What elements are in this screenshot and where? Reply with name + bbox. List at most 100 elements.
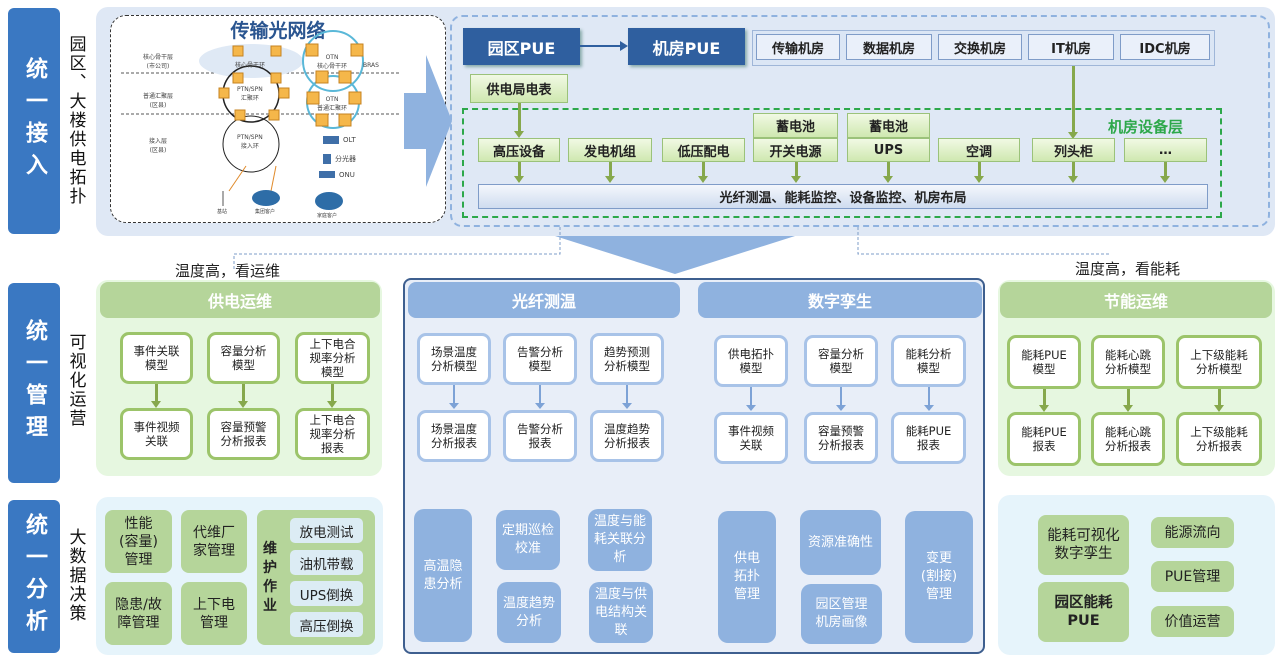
- client-enterprise: 集团客户: [255, 209, 276, 215]
- power-card: 上下电合 规率分析 报表: [295, 408, 370, 460]
- arrow-down-icon: [151, 384, 161, 408]
- room-idc: IDC机房: [1120, 34, 1210, 60]
- analysis-card: 上下电 管理: [181, 582, 247, 645]
- fiber-analysis-card: 高温隐 患分析: [414, 509, 472, 642]
- fiber-card: 告警分析 报表: [503, 410, 577, 462]
- note-left: 温度高，看运维: [175, 262, 281, 280]
- equipment-aircon: 空调: [938, 138, 1020, 162]
- arrow-down-icon: [449, 385, 459, 409]
- energy-card: 能耗心跳 分析模型: [1091, 335, 1165, 389]
- device-splitter: 分光器: [335, 155, 356, 163]
- device-onu: ONU: [339, 171, 355, 179]
- arrow-down-icon: [238, 384, 248, 408]
- monitoring-bar: 光纤测温、能耗监控、设备监控、机房布局: [478, 184, 1208, 209]
- fiber-analysis-card: 温度与供 电结构关 联: [589, 582, 653, 643]
- power-card: 事件视频 关联: [120, 408, 193, 460]
- ring-ptn-aggregation: PTN/SPN 汇聚环: [237, 86, 263, 102]
- analysis-card: 隐患/故 障管理: [105, 582, 172, 645]
- tab-unified-analysis: 统一分析: [8, 500, 60, 653]
- right-arrow-icon: [404, 55, 452, 187]
- equipment-ups: UPS: [847, 138, 930, 162]
- arrow-down-icon: [514, 103, 524, 138]
- client-base-station: 基站: [217, 209, 228, 215]
- energy-analysis-card: 能耗可视化 数字孪生: [1038, 515, 1129, 575]
- twin-analysis-card: 变更 (割接) 管理: [905, 511, 973, 643]
- fiber-card: 场景温度 分析模型: [417, 333, 491, 385]
- equipment-layer-box: [462, 108, 1222, 218]
- arrow-down-icon: [1039, 389, 1049, 412]
- note-right: 温度高，看能耗: [1075, 260, 1181, 278]
- network-title: 传输光网络: [230, 20, 326, 42]
- analysis-card: 代维厂 家管理: [181, 510, 247, 573]
- equipment-more: …: [1124, 138, 1207, 162]
- room-switch: 交换机房: [938, 34, 1022, 60]
- fiber-card: 告警分析 模型: [503, 333, 577, 385]
- room-pue-box: 机房PUE: [628, 28, 745, 65]
- arrow-down-icon: [622, 385, 632, 409]
- energy-analysis-card: PUE管理: [1151, 561, 1234, 592]
- energy-card: 能耗心跳 分析报表: [1091, 412, 1165, 466]
- equipment-low-voltage: 低压配电: [662, 138, 745, 162]
- equipment-switching-power: 开关电源: [753, 138, 838, 162]
- equipment-column-cabinet: 列头柜: [1032, 138, 1115, 162]
- twin-card: 能耗PUE 报表: [891, 412, 966, 464]
- ring-otn-aggregation: OTN 普通汇聚环: [317, 96, 348, 112]
- energy-card: 上下级能耗 分析报表: [1176, 412, 1262, 466]
- maint-item: 放电测试: [290, 518, 363, 543]
- energy-analysis-card: 园区能耗 PUE: [1038, 582, 1129, 642]
- device-olt: OLT: [343, 136, 356, 144]
- fiber-analysis-card: 定期巡检 校准: [496, 510, 560, 570]
- arrow-down-icon: [924, 387, 934, 411]
- twin-card: 容量分析 模型: [804, 335, 878, 387]
- ring-core: 核心骨干环: [235, 62, 266, 69]
- equipment-layer-label: 机房设备层: [1108, 118, 1184, 136]
- datacenter-box: [450, 15, 1270, 227]
- energy-card: 能耗PUE 模型: [1007, 335, 1081, 389]
- ring-otn-core: OTN 核心骨干环: [317, 54, 348, 70]
- client-home: 家庭客户: [317, 213, 338, 219]
- management-side-label: 可视化运营: [65, 332, 86, 428]
- energy-card: 上下级能耗 分析模型: [1176, 335, 1262, 389]
- digital-twin-header: 数字孪生: [698, 282, 982, 318]
- device-bras: BRAS: [363, 62, 379, 69]
- twin-card: 容量预警 分析报表: [804, 412, 878, 464]
- equipment-high-voltage: 高压设备: [478, 138, 560, 162]
- power-card: 容量分析 模型: [207, 332, 280, 384]
- fiber-card: 趋势预测 分析模型: [590, 333, 664, 385]
- arrow-down-icon: [883, 162, 893, 183]
- down-arrow-icon: [555, 236, 795, 274]
- analysis-card: 性能 (容量) 管理: [105, 510, 172, 573]
- twin-analysis-card: 资源准确性: [800, 510, 881, 575]
- twin-card: 事件视频 关联: [714, 412, 788, 464]
- maintenance-label: 维 护 作 业: [263, 540, 277, 614]
- maint-item: UPS倒换: [290, 581, 363, 606]
- transport-network-diagram: 传输光网络 核心骨干层 (市公司) 普通汇聚层 (区县) 接入层 (区县) 核心…: [110, 15, 446, 223]
- energy-analysis-card: 能源流向: [1151, 517, 1234, 548]
- arrow-down-icon: [974, 162, 984, 183]
- arrow-down-icon: [327, 384, 337, 408]
- layer-label-aggregation: 普通汇聚层 (区县): [143, 93, 174, 109]
- battery-box-1: 蓄电池: [753, 113, 838, 138]
- twin-analysis-card: 园区管理 机房画像: [801, 584, 882, 644]
- network-topology-graphic: [121, 30, 401, 210]
- room-it: IT机房: [1028, 34, 1114, 60]
- room-data: 数据机房: [846, 34, 932, 60]
- fiber-analysis-card: 温度与能 耗关联分 析: [588, 509, 652, 571]
- arrow-down-icon: [791, 162, 801, 183]
- park-pue-box: 园区PUE: [463, 28, 580, 65]
- maint-item: 油机带载: [290, 550, 363, 575]
- arrow-down-icon: [1214, 389, 1224, 412]
- tab-unified-management: 统一管理: [8, 283, 60, 483]
- tab-unified-access: 统一接入: [8, 8, 60, 234]
- arrow-down-icon: [746, 387, 756, 411]
- analysis-side-label: 大数据决策: [65, 527, 86, 623]
- arrow-down-icon: [605, 162, 615, 183]
- utility-meter-box: 供电局电表: [470, 74, 568, 103]
- power-card: 上下电合 规率分析 模型: [295, 332, 370, 384]
- fiber-card: 场景温度 分析报表: [417, 410, 491, 462]
- energy-analysis-card: 价值运营: [1151, 606, 1234, 637]
- equipment-generator: 发电机组: [568, 138, 652, 162]
- power-card: 事件关联 模型: [120, 332, 193, 384]
- fiber-card: 温度趋势 分析报表: [590, 410, 664, 462]
- twin-analysis-card: 供电 拓扑 管理: [718, 511, 776, 643]
